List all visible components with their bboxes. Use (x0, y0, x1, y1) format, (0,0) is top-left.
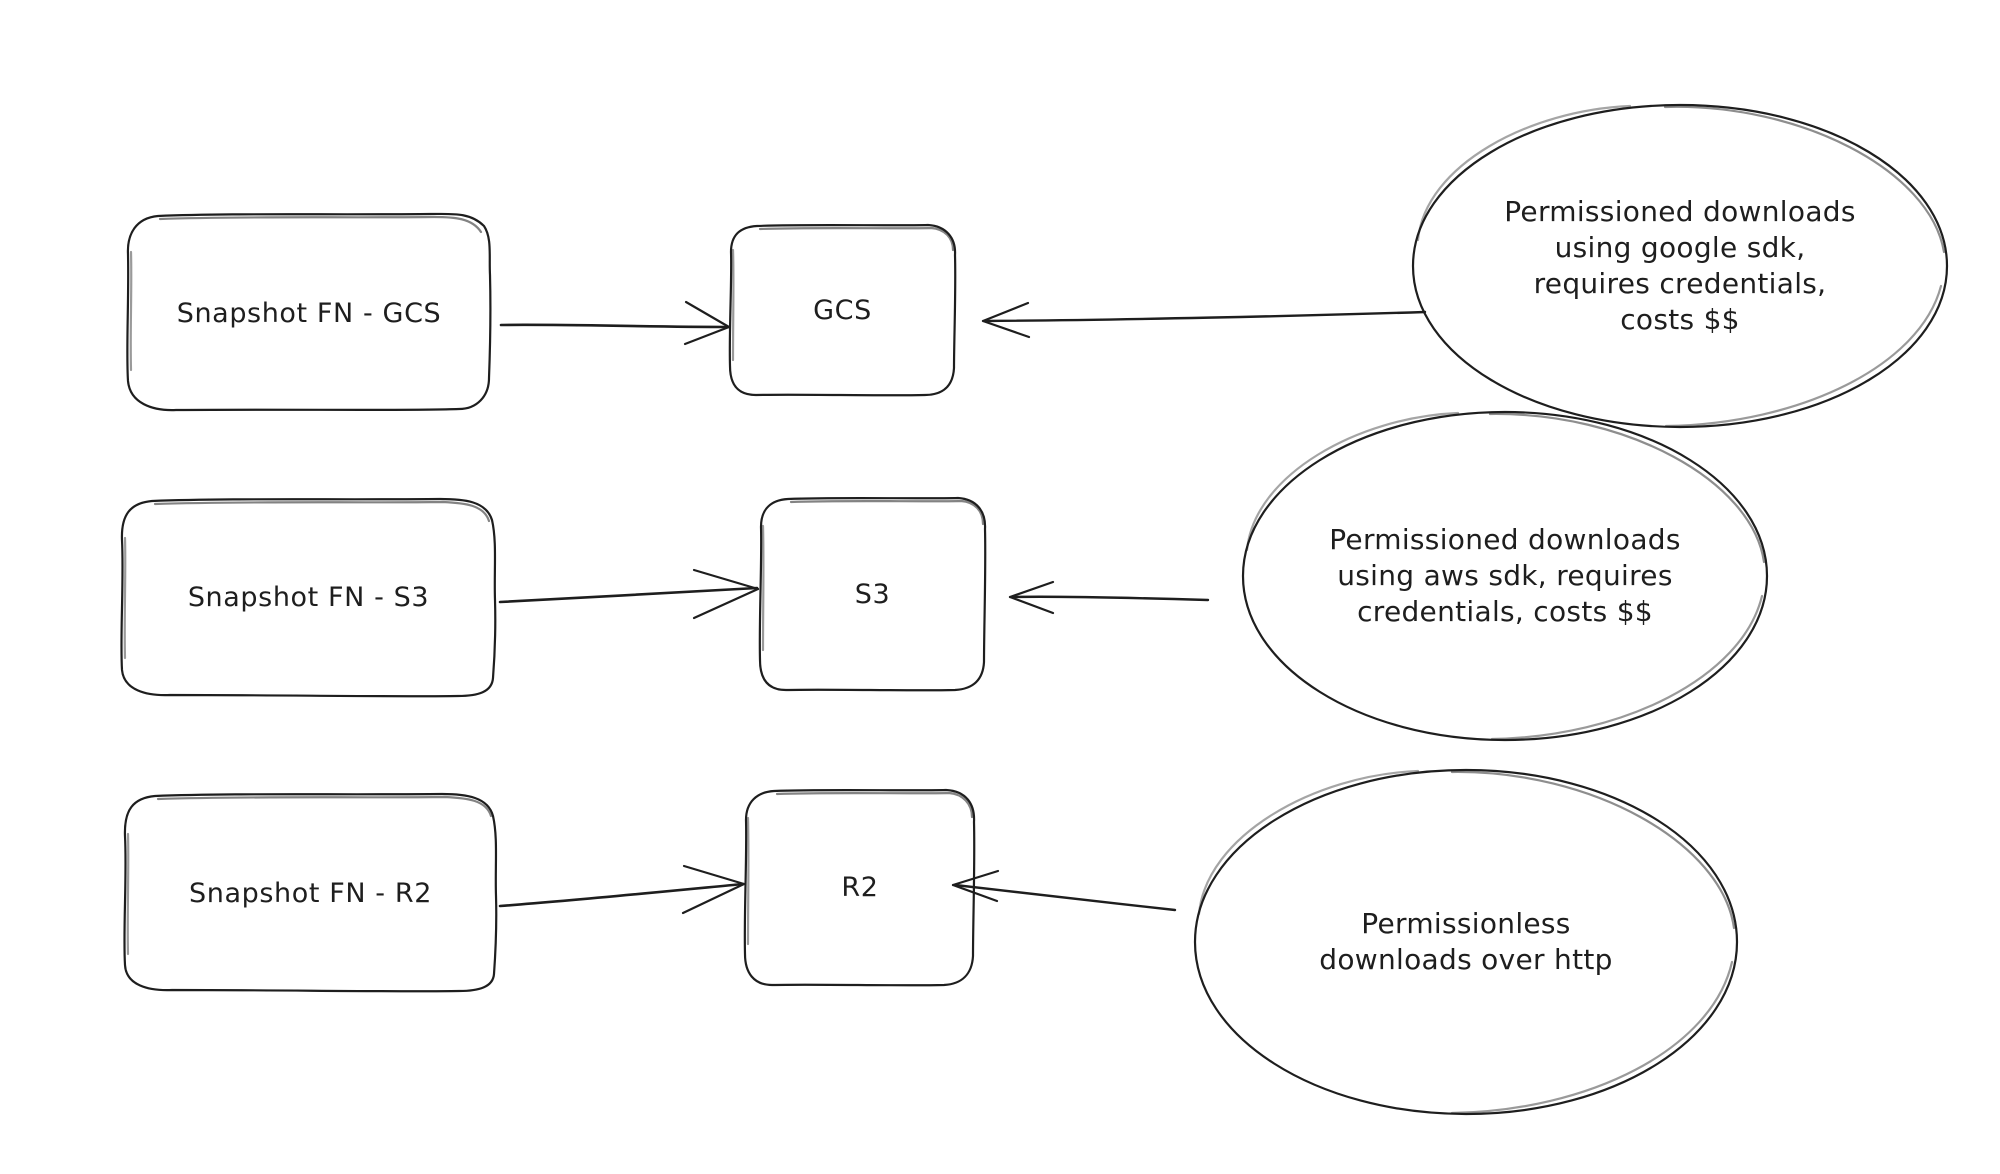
arrow-s3-note-to-s3 (1010, 580, 1208, 616)
snapshot-fn-s3-box[interactable]: Snapshot FN - S3 (122, 499, 495, 696)
gcs-box-outline (728, 223, 957, 397)
arrow-r2-note-to-r2-stroke (951, 869, 1177, 912)
arrow-r2-note-to-r2 (953, 866, 1177, 914)
s3-note-ellipse[interactable]: Permissioned downloads using aws sdk, re… (1243, 412, 1767, 740)
s3-label: S3 (854, 578, 891, 610)
r2-label: R2 (841, 872, 879, 903)
r2-note-ellipse-outline (1193, 768, 1739, 1116)
snapshot-fn-gcs-box-outline (126, 212, 492, 412)
s3-box-outline (758, 496, 987, 692)
snapshot-fn-s3-label: Snapshot FN - S3 (187, 582, 430, 613)
gcs-label: GCS (813, 294, 872, 326)
gcs-box[interactable]: GCS (730, 225, 955, 395)
snapshot-fn-r2-box-outline (123, 792, 498, 993)
arrow-s3-note-to-s3-stroke (1008, 580, 1210, 615)
arrow-snapshot-fn-s3-to-s3 (500, 570, 758, 620)
r2-note-ellipse[interactable]: Permissionless downloads over http (1195, 770, 1737, 1114)
snapshot-fn-r2-box[interactable]: Snapshot FN - R2 (125, 794, 496, 992)
arrow-snapshot-fn-gcs-to-gcs-stroke (499, 300, 731, 346)
arrow-snapshot-fn-r2-to-r2-stroke (498, 864, 746, 915)
snapshot-fn-gcs-label: Snapshot FN - GCS (176, 297, 442, 329)
gcs-note-label: Permissioned downloads using google sdk,… (1504, 195, 1856, 336)
arrow-snapshot-fn-gcs-to-gcs (500, 308, 730, 344)
snapshot-fn-gcs-box[interactable]: Snapshot FN - GCS (128, 215, 490, 411)
s3-note-ellipse-outline (1241, 410, 1769, 742)
arrow-gcs-note-to-gcs (983, 300, 1427, 340)
snapshot-fn-s3-box-outline (120, 497, 497, 698)
gcs-note-ellipse[interactable]: Permissioned downloads using google sdk,… (1413, 105, 1947, 427)
s3-note-label: Permissioned downloads using aws sdk, re… (1329, 523, 1681, 628)
arrow-snapshot-fn-r2-to-r2 (500, 864, 744, 916)
arrow-snapshot-fn-s3-to-s3-stroke (498, 568, 760, 620)
snapshot-fn-r2-label: Snapshot FN - R2 (189, 877, 432, 909)
r2-box-outline (743, 788, 976, 987)
arrow-gcs-note-to-gcs-stroke (981, 301, 1427, 339)
s3-box[interactable]: S3 (760, 498, 985, 690)
gcs-note-ellipse-outline (1411, 103, 1949, 429)
r2-box[interactable]: R2 (745, 790, 975, 985)
r2-note-label: Permissionless downloads over http (1319, 907, 1613, 976)
